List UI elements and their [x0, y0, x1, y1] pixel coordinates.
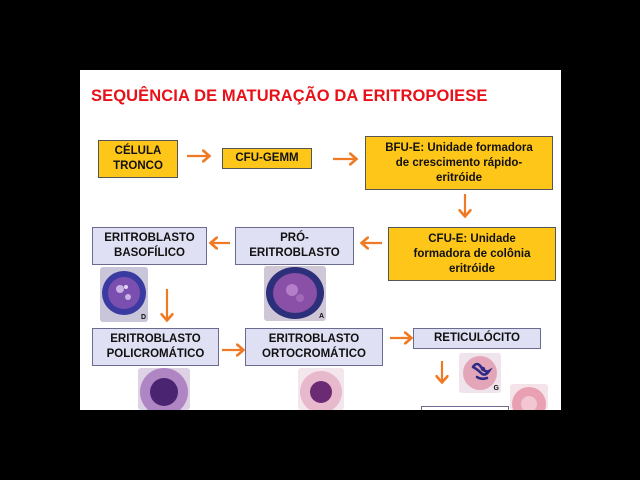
slide-title: SEQUÊNCIA DE MATURAÇÃO DA ERITROPOIESE: [91, 87, 488, 105]
image-letter: G: [493, 385, 499, 392]
image-eritroblasto-basofilico: D: [100, 267, 148, 322]
box-pro-eritroblasto: PRÓ-ERITROBLASTO: [235, 227, 354, 265]
image-eritroblasto-ortocromatico: [298, 368, 344, 410]
image-reticulocito: G: [459, 353, 501, 393]
box-cfu-gemm: CFU-GEMM: [222, 148, 312, 169]
flow-arrows: [80, 70, 561, 410]
box-reticulocito: RETICULÓCITO: [413, 328, 541, 349]
slide: SEQUÊNCIA DE MATURAÇÃO DA ERITROPOIESE C…: [80, 70, 561, 410]
image-eritroblasto-policromatico: [138, 368, 190, 410]
image-hemacia-partial: [510, 384, 548, 410]
image-pro-eritroblasto: A: [264, 266, 326, 321]
image-letter: A: [318, 313, 324, 320]
box-next-stage-partial: [421, 406, 509, 410]
image-letter: D: [140, 314, 146, 321]
